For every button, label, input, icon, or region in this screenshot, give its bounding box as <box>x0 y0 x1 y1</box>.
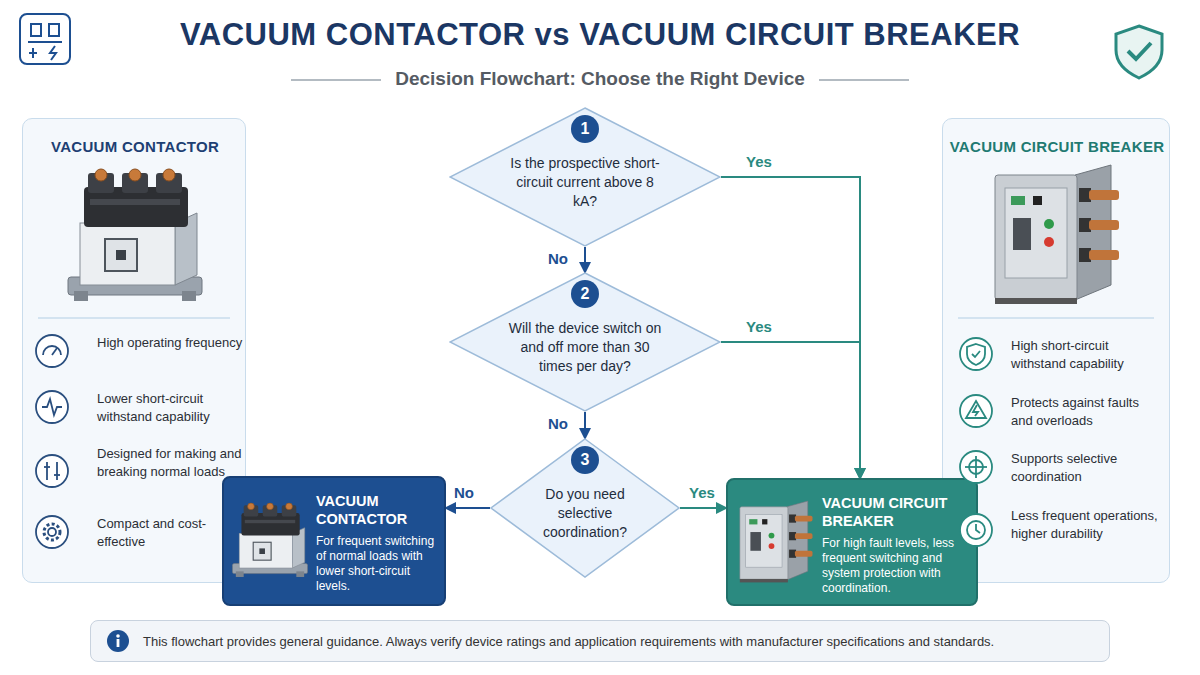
edge-label: Yes <box>687 483 717 502</box>
subtitle: Decision Flowchart: Choose the Right Dev… <box>395 68 805 89</box>
panel-divider <box>38 317 230 319</box>
result-heading: VACUUM CONTACTOR <box>316 492 440 528</box>
contactor-illustration <box>68 169 202 301</box>
decision-diamond: 3 Do you need selective coordination? <box>490 438 680 578</box>
subtitle-rule <box>291 79 381 81</box>
callout-number: 1 <box>571 115 599 143</box>
question-text: Will the device switch on and off more t… <box>505 319 665 376</box>
question-text: Do you need selective coordination? <box>528 485 642 542</box>
panel-heading: VACUUM CONTACTOR <box>23 137 247 157</box>
breaker-illustration <box>995 165 1119 304</box>
decision-diamond: 2Will the device switch on and off more … <box>449 272 721 412</box>
flow-connector <box>721 342 860 478</box>
result-text: For high fault levels, less frequent swi… <box>822 536 972 596</box>
feature-text: Protects against faults and overloads <box>1011 394 1161 430</box>
edge-label: Yes <box>744 152 774 171</box>
subtitle-rule <box>819 79 909 81</box>
flow-connector <box>446 507 490 509</box>
breaker-illustration <box>740 501 813 582</box>
feature-text: Less frequent operations, higher durabil… <box>1011 507 1161 543</box>
flow-connector <box>721 177 860 478</box>
shield-icon <box>1116 26 1162 78</box>
panel-divider <box>958 317 1154 319</box>
feature-text: Lower short-circuit withstand capability <box>97 390 247 426</box>
result-text: For frequent switching of normal loads w… <box>316 534 440 594</box>
flow-connector <box>584 247 586 272</box>
flow-connector <box>680 507 726 509</box>
feature-text: Supports selective coordination <box>1011 450 1161 486</box>
feature-text: High short-circuit withstand capability <box>1011 337 1161 373</box>
edge-label: No <box>546 414 570 433</box>
result-heading: VACUUM CIRCUIT BREAKER <box>822 494 972 530</box>
decision-diamond: 1 Is the prospective short-circuit curren… <box>449 107 721 247</box>
feature-text: High operating frequency <box>97 334 247 352</box>
question-text: Is the prospective short-circuit current… <box>505 154 665 211</box>
edge-label: No <box>452 483 476 502</box>
panel-heading: VACUUM CIRCUIT BREAKER <box>943 137 1171 157</box>
edge-label: No <box>546 249 570 268</box>
feature-icons <box>960 338 992 546</box>
feature-icons <box>36 335 68 548</box>
subtitle-row: Decision Flowchart: Choose the Right Dev… <box>0 68 1200 90</box>
contactor-illustration <box>232 503 307 577</box>
note-text: This flowchart provides general guidance… <box>143 633 1098 651</box>
feature-text: Compact and cost-effective <box>97 515 247 551</box>
feature-text: Designed for making and breaking normal … <box>97 445 247 481</box>
callout-number: 2 <box>571 280 599 308</box>
callout-number: 3 <box>571 446 599 474</box>
note-box: This flowchart provides general guidance… <box>90 620 1110 662</box>
flow-connector <box>584 412 586 438</box>
edge-label: Yes <box>744 317 774 336</box>
info-icon <box>107 630 129 652</box>
header-icon <box>20 14 70 64</box>
diagram-title: VACUUM CONTACTOR vs VACUUM CIRCUIT BREAK… <box>0 17 1200 53</box>
